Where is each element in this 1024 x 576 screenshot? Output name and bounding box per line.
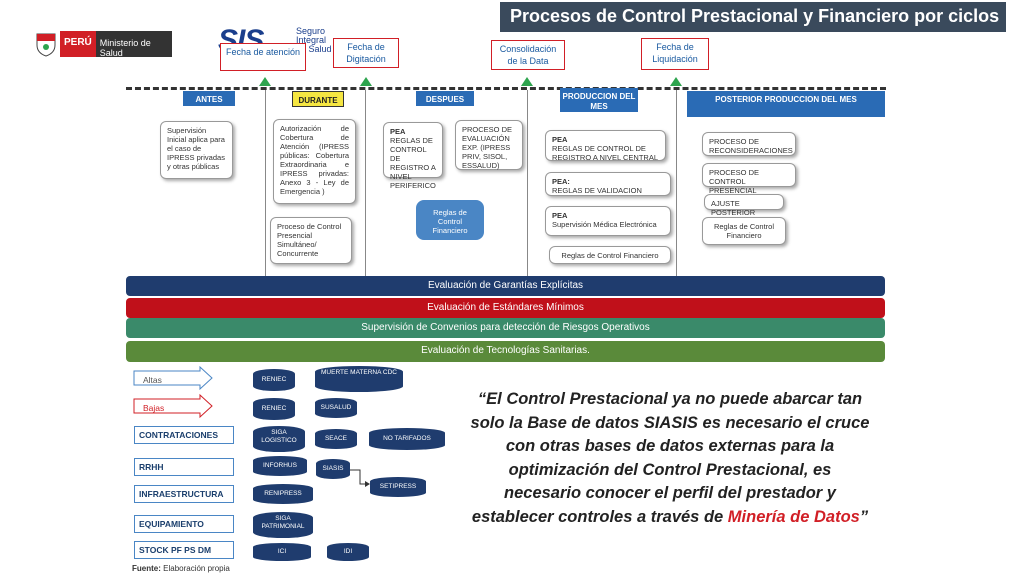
quote-highlight: Minería de Datos [727,507,860,526]
timeline [126,87,886,90]
db-reniec: RENIEC [253,398,295,420]
band-tecnologias: Evaluación de Tecnologías Sanitarias. [126,341,885,362]
pea-reglas-text: REGLAS DE CONTROL DE REGISTRO A NIVEL PE… [390,136,436,190]
pea-validacion-text: REGLAS DE VALIDACION [552,186,642,195]
peru-label: PERÚ [60,31,96,57]
connector-arrow-icon [365,481,370,487]
quote-text: “El Control Prestacional ya no puede aba… [470,388,870,529]
db-inforhus: INFORHUS [253,456,307,476]
band-convenios: Supervisión de Convenios para detección … [126,318,885,338]
milestone-fecha-digitacion: Fecha de Digitación [333,38,399,68]
milestone-marker-icon [259,77,271,86]
category-contrataciones: CONTRATACIONES [134,426,234,444]
autorizacion-cobertura-box: Autorización de Cobertura de Atención (I… [273,119,356,204]
reglas-financiero-box: Reglas de Control Financiero [549,246,671,264]
reconsideraciones-box: PROCESO DE RECONSIDERACIONES [702,132,796,156]
milestone-marker-icon [670,77,682,86]
sis-tagline-1: Seguro [296,26,326,36]
db-susalud: SUSALUD [315,398,357,418]
pea-label: PEA [552,211,568,220]
milestone-consolidacion: Consolidación de la Data [491,40,565,70]
category-equipamiento: EQUIPAMIENTO [134,515,234,533]
db-setipress: SETIPRESS [370,477,426,497]
db-muerte-materna: MUERTE MATERNA CDC [315,366,403,392]
divider [365,90,366,276]
db-siga-patrimonial: SIGA PATRIMONIAL [253,512,313,538]
altas-label: Altas [143,375,162,385]
milestone-marker-icon [521,77,533,86]
peru-ministry-logo: PERÚ Ministerio de Salud [34,30,172,58]
db-reniec: RENIEC [253,369,295,391]
db-siasis: SIASIS [316,459,350,479]
quote-body: “El Control Prestacional ya no puede aba… [470,390,870,526]
bajas-label: Bajas [143,403,165,413]
phase-despues: DESPUES [416,91,474,106]
divider [527,90,528,276]
db-siga-logistico: SIGA LOGISTICO [253,426,305,452]
proceso-evaluacion-box: PROCESO DE EVALUACIÓN EXP. (IPRESS PRIV,… [455,120,523,170]
band-estandares: Evaluación de Estándares Mínimos [126,298,885,318]
band-garantias: Evaluación de Garantías Explícitas [126,276,885,296]
proceso-control-presencial-box: Proceso de Control Presencial Simultáneo… [270,217,352,264]
reglas-control-financiero-box: Reglas de Control Financiero [416,200,484,240]
pea-reglas-periferico-box: PEA REGLAS DE CONTROL DE REGISTRO A NIVE… [383,122,443,190]
milestone-fecha-atencion: Fecha de atención [220,43,306,71]
category-stock: STOCK PF PS DM [134,541,234,559]
db-no-tarifados: NO TARIFADOS [369,428,445,450]
category-rrhh: RRHH [134,458,234,476]
pea-registro-central-box: PEA REGLAS DE CONTROL DE REGISTRO A NIVE… [545,130,666,162]
supervision-inicial-box: Supervisión Inicial aplica para el caso … [160,121,233,179]
sis-tagline-2: Integral [296,35,327,45]
pea-validacion-box: PEA: REGLAS DE VALIDACION [545,172,671,196]
phase-antes: ANTES [183,91,235,106]
reglas-financiero-posterior-box: Reglas de Control Financiero [702,217,786,245]
pea-label: PEA: [552,177,570,186]
pea-supervision-text: Supervisión Médica Electrónica [552,220,657,229]
pea-supervision-box: PEA Supervisión Médica Electrónica [545,206,671,236]
source-text: Elaboración propia [163,564,230,573]
page-title: Procesos de Control Prestacional y Finan… [500,2,1006,32]
sis-tagline: Seguro Integral de Salud [296,27,332,54]
ajuste-posterior-box: AJUSTE POSTERIOR [704,194,784,217]
arrows [133,366,213,419]
db-idi: IDI [327,543,369,561]
ministry-label: Ministerio de Salud [95,31,172,58]
milestone-marker-icon [360,77,372,86]
divider [676,90,677,276]
db-seace: SEACE [315,429,357,449]
db-ici: ICI [253,543,311,561]
divider [265,90,266,276]
phase-produccion: PRODUCCION DEL MES [560,88,638,112]
quote-end: ” [859,507,869,526]
source-label: Fuente: [132,564,161,573]
connector-lines [350,469,370,487]
category-infraestructura: INFRAESTRUCTURA [134,485,234,503]
pea-central-text: REGLAS DE CONTROL DE REGISTRO A NIVEL CE… [552,144,658,162]
pea-label: PEA [390,127,406,136]
source-note: Fuente: Elaboración propia [132,564,230,573]
db-renipress: RENIPRESS [253,484,313,504]
phase-posterior: POSTERIOR PRODUCCION DEL MES [687,91,885,117]
pea-label: PEA [552,135,568,144]
altas-arrow-icon [133,366,213,391]
milestone-fecha-liquidacion: Fecha de Liquidación [641,38,709,70]
sis-tagline-3: de Salud [296,44,332,54]
control-presencial-posterior-box: PROCESO DE CONTROL PRESENCIAL POSTERIOR [702,163,796,204]
phase-durante: DURANTE [292,91,344,107]
bajas-arrow-icon [133,393,213,419]
peru-shield-icon [36,33,56,57]
